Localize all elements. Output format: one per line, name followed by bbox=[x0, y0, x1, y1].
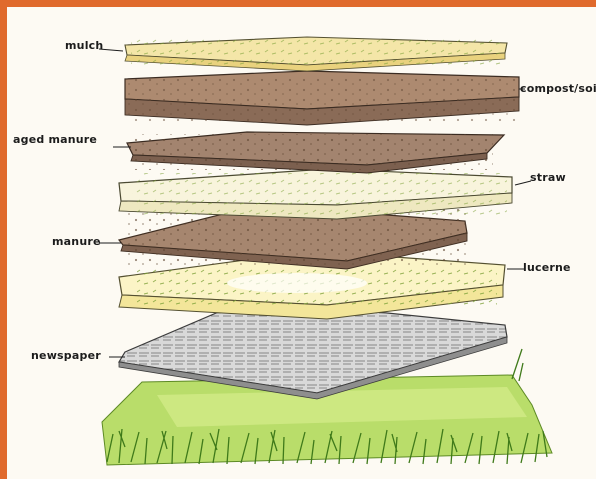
label-lucerne: lucerne bbox=[523, 261, 571, 274]
label-newspaper: newspaper bbox=[31, 349, 101, 362]
mulch-layer bbox=[125, 37, 507, 71]
label-compost-soil: compost/soil bbox=[520, 82, 596, 95]
label-manure: manure bbox=[52, 235, 101, 248]
compost-soil-layer bbox=[125, 71, 519, 125]
label-aged-manure: aged manure bbox=[13, 133, 97, 146]
label-straw: straw bbox=[530, 171, 566, 184]
straw-layer bbox=[119, 169, 512, 219]
label-mulch: mulch bbox=[65, 39, 103, 52]
aged-manure-layer bbox=[127, 132, 504, 173]
